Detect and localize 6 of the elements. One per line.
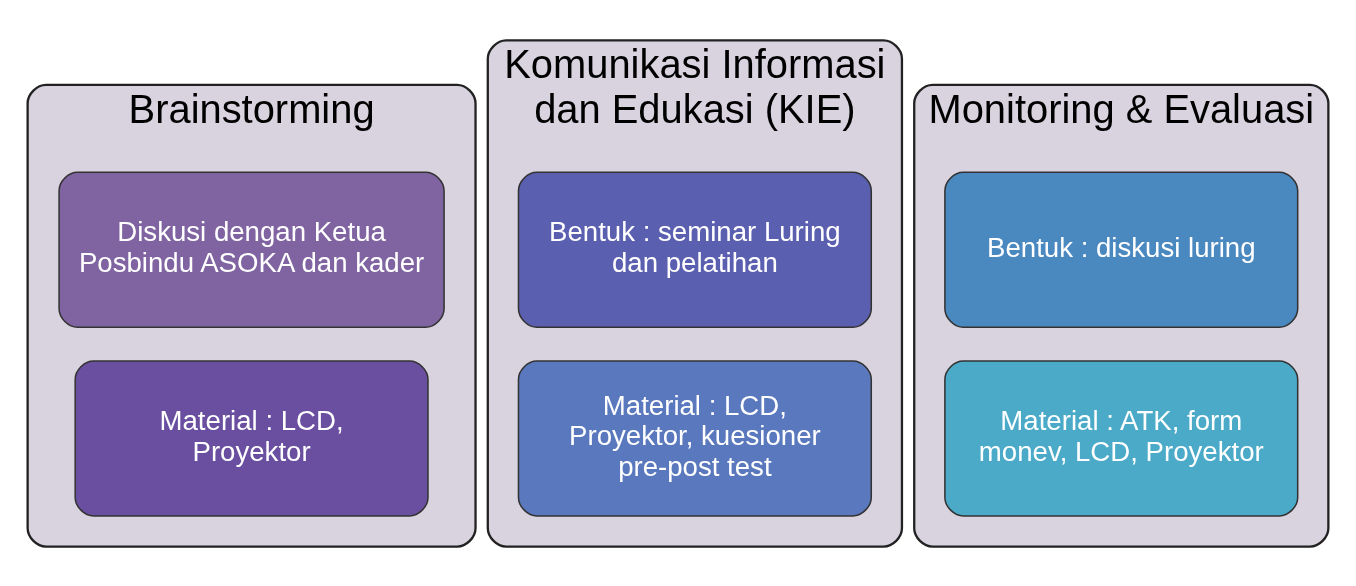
node-box: Bentuk : diskusi luring (944, 171, 1299, 328)
node-box: Bentuk : seminar Luring dan pelatihan (517, 171, 873, 328)
node-box: Material : LCD, Proyektor (74, 359, 429, 517)
node-box: Diskusi dengan Ketua Posbindu ASOKA dan kader (58, 171, 445, 328)
node-box: Material : LCD, Proyektor, kuesioner pre-post test (517, 359, 873, 517)
node-box: Material : ATK, form monev, LCD, Proyektor (944, 359, 1299, 517)
